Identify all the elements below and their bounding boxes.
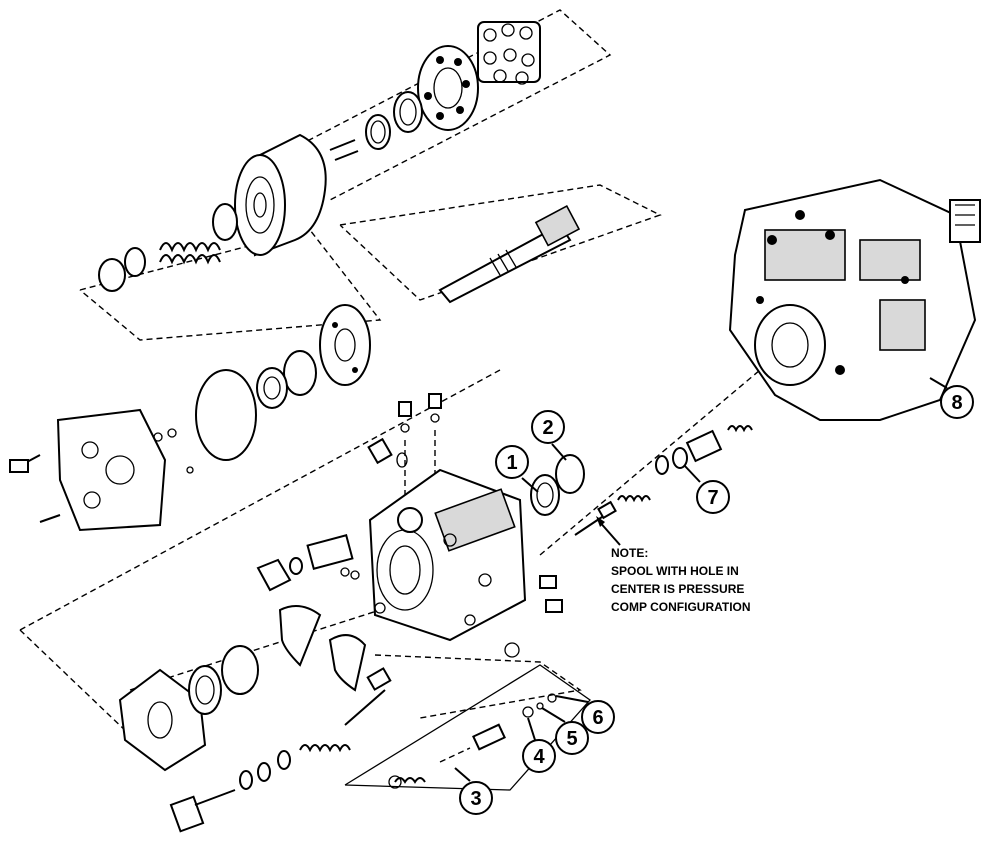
callout-3-label: 3 — [470, 788, 481, 810]
pump-housing — [368, 468, 527, 642]
callout-1: 1 — [495, 445, 539, 493]
callout-2: 2 — [531, 410, 567, 461]
callout-7: 7 — [683, 464, 730, 514]
callout-3: 3 — [454, 767, 493, 815]
spring-assembly — [98, 203, 238, 292]
callout-6-label: 6 — [592, 707, 603, 729]
note-line-2: SPOOL WITH HOLE IN — [611, 564, 739, 578]
shaft-seal — [530, 474, 560, 516]
retainer-plate — [417, 45, 479, 131]
motor-assembly — [728, 178, 981, 421]
note-line-4: COMP CONFIGURATION — [611, 600, 751, 614]
pin-ring — [365, 114, 391, 150]
end-cap — [9, 408, 194, 532]
housing-fittings-right — [504, 575, 563, 658]
pins — [329, 139, 359, 161]
note-line-1: NOTE: — [611, 546, 648, 560]
retaining-ring — [555, 454, 585, 494]
callout-4-label: 4 — [533, 746, 545, 768]
callout-8: 8 — [929, 377, 974, 419]
swash-plate — [319, 304, 371, 386]
lower-valve-assembly — [169, 667, 557, 833]
callout-5: 5 — [541, 707, 589, 755]
callout-6: 6 — [555, 695, 615, 734]
callout-5-label: 5 — [566, 728, 577, 750]
callout-7-label: 7 — [707, 487, 718, 509]
housing-parts-left — [256, 534, 367, 692]
callout-2-label: 2 — [542, 417, 553, 439]
cylinder-block — [234, 133, 327, 257]
piston-set — [477, 21, 541, 85]
roller-bearing — [256, 350, 317, 409]
bearing-ring — [393, 91, 423, 133]
housing-plugs-top — [367, 393, 442, 468]
callout-1-label: 1 — [506, 452, 517, 474]
valve-spool — [574, 425, 753, 536]
callout-8-label: 8 — [951, 392, 962, 414]
note-line-3: CENTER IS PRESSURE — [611, 582, 744, 596]
drive-shaft — [438, 204, 581, 304]
callout-4: 4 — [522, 717, 556, 773]
lower-end-plate — [118, 645, 259, 772]
large-o-ring — [195, 369, 257, 461]
pressure-comp-note: NOTE: SPOOL WITH HOLE IN CENTER IS PRESS… — [596, 516, 751, 614]
